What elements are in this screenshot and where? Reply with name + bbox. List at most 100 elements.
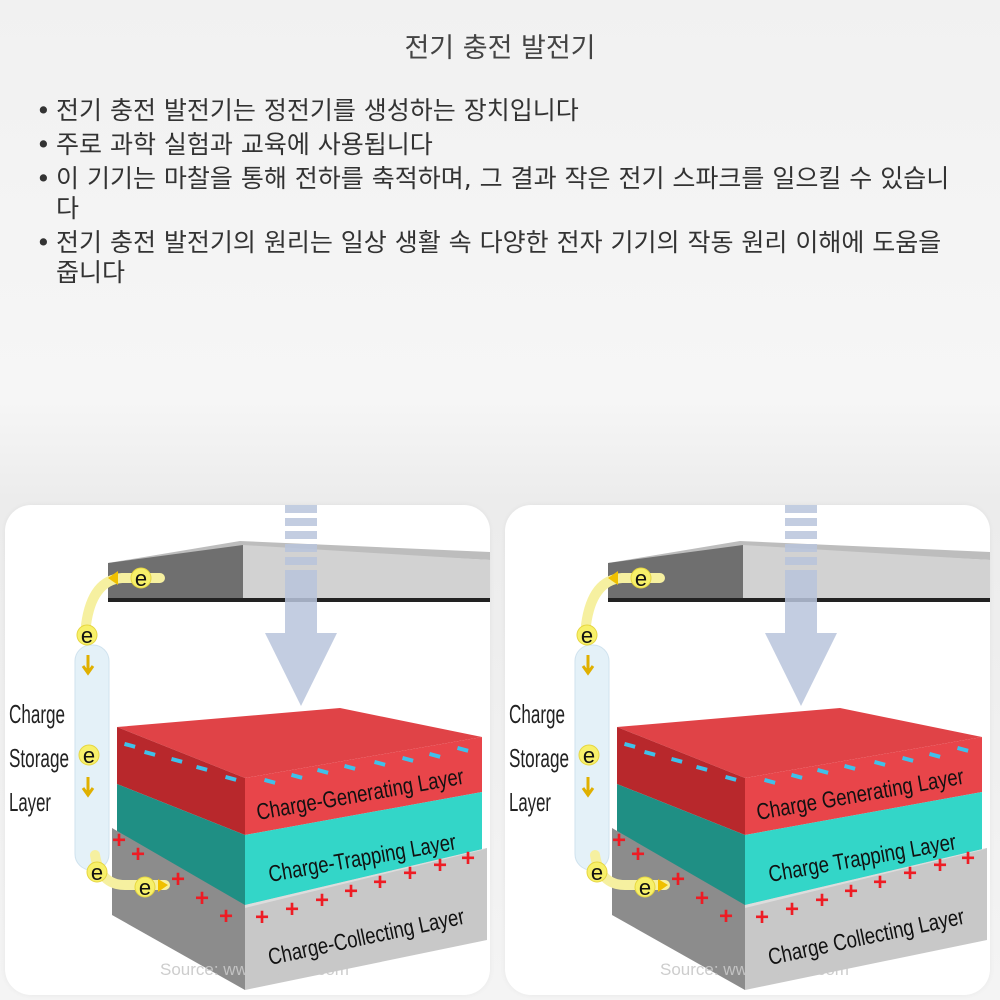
positive-charge-icon: + bbox=[785, 896, 799, 923]
generating-layer-front bbox=[245, 737, 482, 835]
positive-charge-icon: + bbox=[961, 845, 975, 872]
negative-charge-icon bbox=[290, 773, 303, 780]
electron-label: e bbox=[639, 875, 651, 900]
collecting-layer-front bbox=[245, 848, 487, 990]
positive-charge-icon: + bbox=[171, 866, 185, 893]
positive-charge-icon: + bbox=[671, 866, 685, 893]
positive-charge-icon: + bbox=[433, 852, 447, 879]
wire-bottom bbox=[90, 850, 170, 890]
positive-charge-icon: + bbox=[755, 904, 769, 931]
positive-charge-icon: + bbox=[285, 896, 299, 923]
wire-top bbox=[581, 573, 665, 630]
bullet-item: 주로 과학 실험과 교육에 사용됩니다 bbox=[36, 130, 966, 160]
positive-charge-icon: + bbox=[719, 903, 733, 930]
negative-charge-icon bbox=[123, 741, 136, 749]
electron-label: e bbox=[583, 743, 595, 768]
negative-charge-icon bbox=[263, 778, 276, 785]
electron-icon bbox=[586, 861, 608, 883]
positive-charge-icon: + bbox=[844, 878, 858, 905]
flow-arrow-icon bbox=[108, 571, 118, 585]
flow-arrow-icon bbox=[581, 777, 595, 798]
negative-charge-icon bbox=[763, 778, 776, 785]
collecting-layer-left bbox=[612, 828, 745, 990]
bullet-item: 전기 충전 발전기는 정전기를 생성하는 장치입니다 bbox=[36, 96, 966, 126]
electron-label: e bbox=[91, 860, 103, 885]
electron-label: e bbox=[581, 623, 593, 648]
negative-charge-icon bbox=[695, 765, 708, 772]
negative-charge-icon bbox=[343, 764, 356, 771]
electron-icon bbox=[76, 624, 98, 646]
negative-charge-icon bbox=[956, 745, 969, 753]
collecting-layer-left bbox=[112, 828, 245, 990]
electron-label: e bbox=[591, 860, 603, 885]
bullet-item: 전기 충전 발전기의 원리는 일상 생활 속 다양한 전자 기기의 작동 원리 … bbox=[36, 228, 966, 288]
negative-charge-icon bbox=[224, 775, 237, 782]
electron-icon bbox=[78, 744, 100, 766]
positive-charge-icon: + bbox=[815, 887, 829, 914]
negative-charge-icon bbox=[456, 745, 469, 753]
positive-charge-icon: + bbox=[315, 887, 329, 914]
positive-charge-icon: + bbox=[873, 869, 887, 896]
storage-layer-label: Charge bbox=[9, 699, 65, 729]
negative-charge-icon bbox=[724, 775, 737, 782]
trapping-layer-front bbox=[245, 792, 482, 908]
negative-charge-icon bbox=[643, 749, 656, 757]
positive-charge-icon: + bbox=[219, 903, 233, 930]
bullet-list: 전기 충전 발전기는 정전기를 생성하는 장치입니다 주로 과학 실험과 교육에… bbox=[36, 96, 966, 292]
flow-arrow-icon bbox=[81, 777, 95, 798]
flow-arrow-icon bbox=[608, 571, 618, 585]
negative-charge-icon bbox=[401, 755, 414, 763]
negative-charge-icon bbox=[316, 767, 329, 775]
electron-icon bbox=[630, 567, 652, 589]
slide-title: 전기 충전 발전기 bbox=[404, 33, 596, 64]
storage-layer-label: Storage bbox=[509, 743, 569, 773]
storage-layer-label: Charge bbox=[509, 699, 565, 729]
positive-charge-icon: + bbox=[255, 904, 269, 931]
top-plate-top bbox=[108, 541, 490, 566]
positive-charge-icon: + bbox=[695, 885, 709, 912]
negative-charge-icon bbox=[843, 764, 856, 771]
positive-charge-icon: + bbox=[344, 878, 358, 905]
positive-charge-icon: + bbox=[631, 841, 645, 868]
electron-icon bbox=[576, 624, 598, 646]
storage-layer-label: Layer bbox=[509, 787, 551, 817]
flow-arrow-icon bbox=[81, 655, 95, 676]
positive-charge-icon: + bbox=[195, 885, 209, 912]
negative-charge-icon bbox=[428, 752, 441, 759]
flow-arrow-icon bbox=[581, 655, 595, 676]
trapping-layer-left bbox=[617, 784, 745, 908]
negative-charge-icon bbox=[816, 767, 829, 775]
electron-icon bbox=[578, 744, 600, 766]
positive-charge-icon: + bbox=[461, 845, 475, 872]
electron-icon bbox=[134, 876, 156, 898]
generating-layer-top bbox=[117, 708, 482, 778]
electron-icon bbox=[130, 567, 152, 589]
top-plate-top bbox=[608, 541, 990, 566]
flow-arrow-icon bbox=[158, 879, 168, 892]
electron-label: e bbox=[81, 623, 93, 648]
negative-charge-icon bbox=[143, 749, 156, 757]
wire-top bbox=[81, 573, 165, 630]
electron-label: e bbox=[83, 743, 95, 768]
positive-charge-icon: + bbox=[403, 860, 417, 887]
positive-charge-icon: + bbox=[903, 860, 917, 887]
collecting-layer-front bbox=[745, 848, 987, 990]
electron-label: e bbox=[139, 875, 151, 900]
storage-layer-label: Layer bbox=[9, 787, 51, 817]
trapping-layer-left bbox=[117, 784, 245, 908]
generating-layer-top bbox=[617, 708, 982, 778]
negative-charge-icon bbox=[873, 759, 886, 767]
negative-charge-icon bbox=[928, 752, 941, 759]
negative-charge-icon bbox=[790, 773, 803, 780]
positive-charge-icon: + bbox=[131, 841, 145, 868]
positive-charge-icon: + bbox=[373, 869, 387, 896]
positive-charge-icon: + bbox=[933, 852, 947, 879]
pressure-arrow-icon bbox=[265, 505, 337, 706]
trapping-layer-front bbox=[745, 792, 982, 908]
electron-icon bbox=[634, 876, 656, 898]
negative-charge-icon bbox=[195, 765, 208, 772]
